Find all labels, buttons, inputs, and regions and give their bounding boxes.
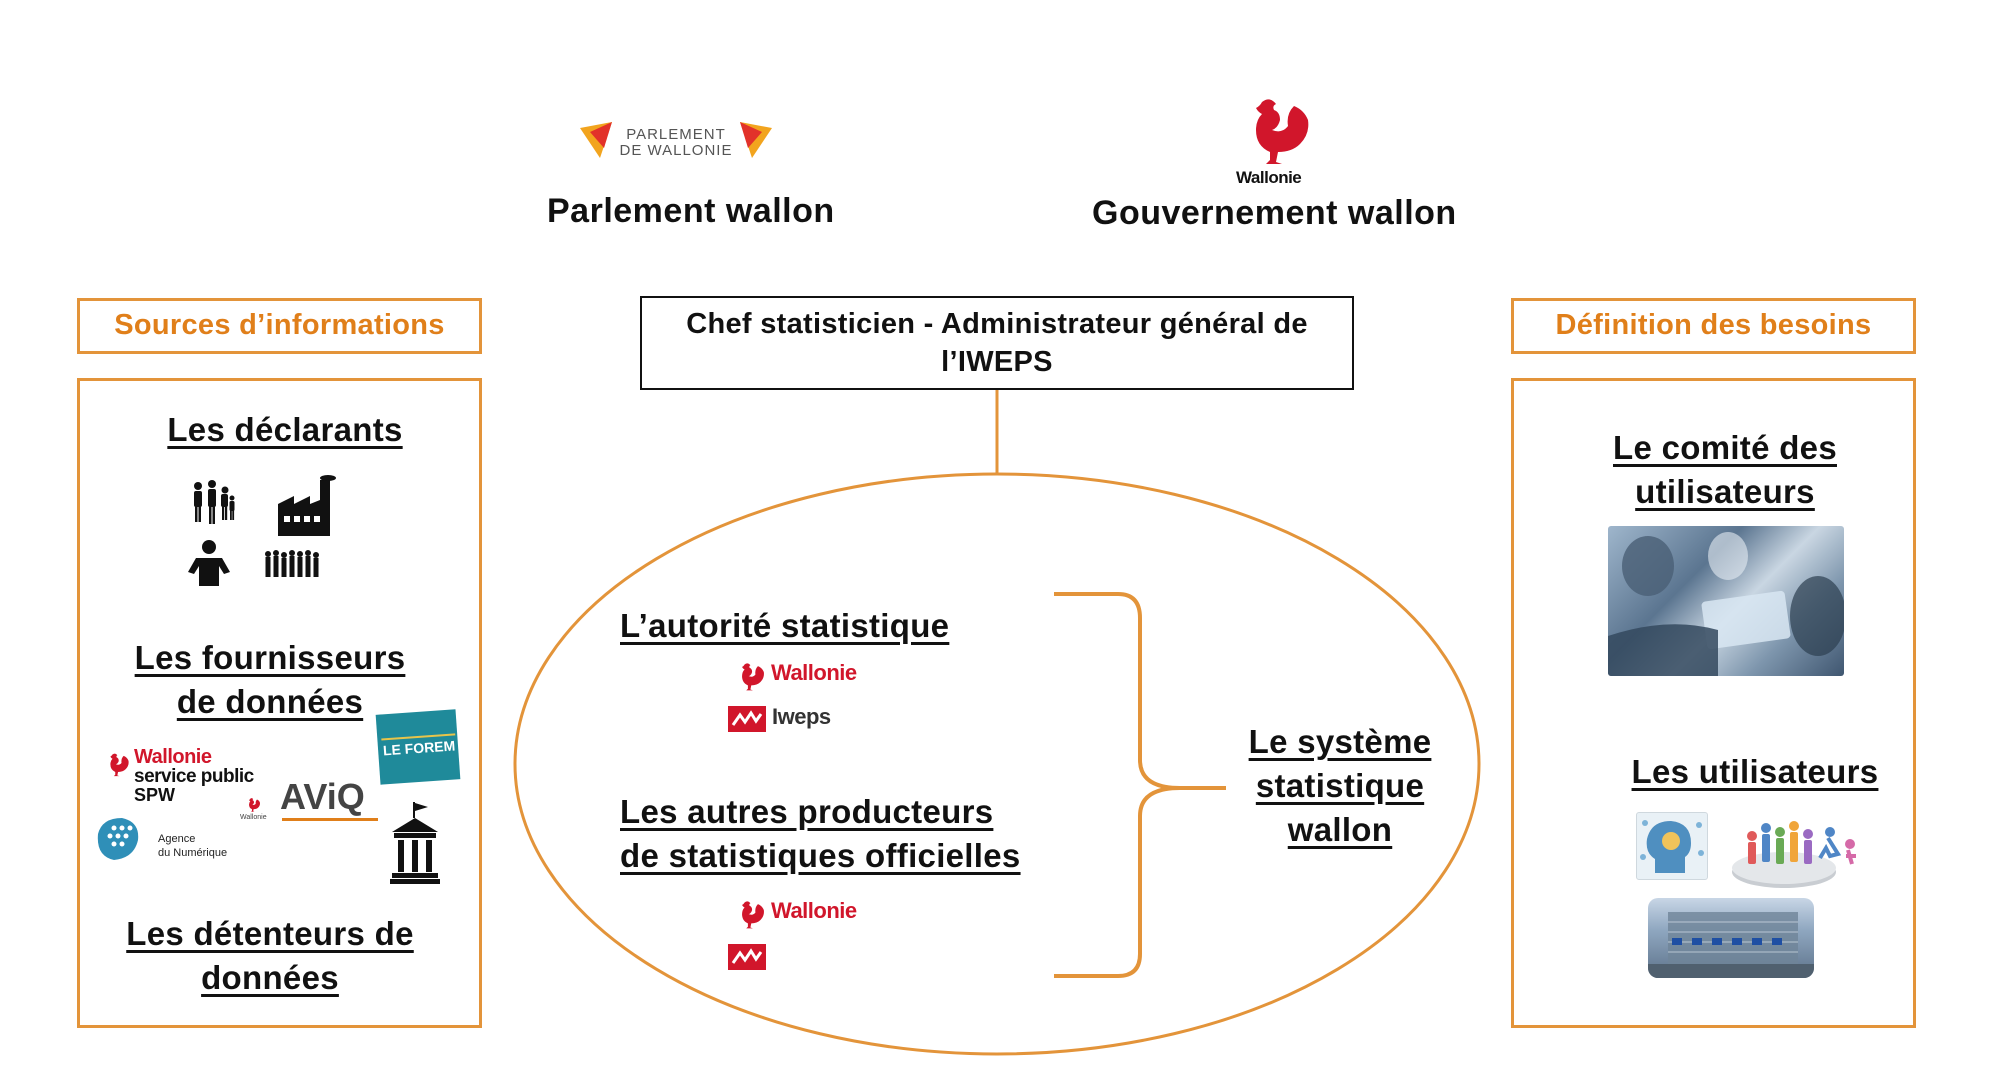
- aviq-underline: [282, 818, 378, 821]
- aviq-logo: AViQ: [280, 776, 365, 817]
- detenteurs-title: Les détenteurs de données: [100, 912, 440, 1000]
- autres-iweps-icon: [728, 944, 766, 970]
- agence-line2: du Numérique: [158, 847, 228, 859]
- autorite-logo2: Iweps: [772, 704, 831, 729]
- gouvernement-logo-text: Wallonie: [1236, 168, 1302, 187]
- parlement-logo: PARLEMENT DE WALLONIE: [578, 118, 774, 166]
- meeting-photo: [1608, 526, 1844, 676]
- comite-title: Le comité des utilisateurs: [1560, 426, 1890, 514]
- spw-rooster-icon: [110, 753, 129, 777]
- spw-logo: Wallonie service public SPW: [134, 746, 254, 805]
- fournisseurs-title: Les fournisseurs de données: [110, 636, 430, 724]
- parlement-logo-line2: DE WALLONIE: [619, 142, 733, 159]
- person-icon: [188, 540, 230, 586]
- utilisateurs-label: Les utilisateurs: [1631, 753, 1879, 790]
- brain-head-icon: [1640, 820, 1704, 873]
- family-icon: [194, 480, 235, 524]
- institution-building-icon: [390, 802, 440, 884]
- systeme-line1: Le système: [1248, 723, 1432, 760]
- autres-title: Les autres producteurs de statistiques o…: [620, 790, 1021, 878]
- left-panel: [77, 378, 482, 1028]
- grouping-brace: [1054, 592, 1226, 978]
- fournisseurs-line1: Les fournisseurs: [134, 639, 406, 676]
- autorite-wallonie-rooster-icon: [742, 663, 764, 691]
- spw-line3: SPW: [134, 785, 176, 805]
- parlement-label: Parlement wallon: [547, 192, 835, 230]
- autorite-label: L’autorité statistique: [620, 607, 950, 644]
- chef-statisticien-box: Chef statisticien - Administrateur génér…: [640, 296, 1354, 390]
- autorite-title: L’autorité statistique: [620, 604, 949, 648]
- autorite-logo1: Wallonie: [771, 660, 857, 685]
- wallonie-small-rooster-icon: [249, 798, 260, 812]
- comite-line2: utilisateurs: [1635, 473, 1815, 510]
- gouvernement-label: Gouvernement wallon: [1092, 194, 1457, 232]
- agence-numerique-icon: [97, 818, 139, 860]
- iweps-icon: [728, 706, 766, 732]
- declarants-title: Les déclarants: [130, 408, 440, 452]
- right-header: Définition des besoins: [1555, 309, 1872, 341]
- gouvernement-logo: Wallonie: [1232, 96, 1318, 190]
- chef-line2: l’IWEPS: [941, 346, 1053, 378]
- autres-wallonie-rooster-icon: [742, 901, 764, 929]
- systeme-line2: statistique: [1255, 767, 1425, 804]
- comite-line1: Le comité des: [1613, 429, 1837, 466]
- crowd-icon: [265, 550, 319, 577]
- system-ellipse: [513, 472, 1481, 1056]
- left-header-box: [77, 298, 482, 354]
- meeting-illustration-icon: [1608, 532, 1844, 676]
- crowd-network-icon: [1732, 821, 1856, 888]
- declarants-label: Les déclarants: [167, 411, 403, 448]
- agence-line1: Agence: [158, 833, 196, 845]
- systeme-line3: wallon: [1287, 811, 1393, 848]
- spw-line1: Wallonie: [134, 746, 212, 768]
- autres-line1: Les autres producteurs: [620, 793, 994, 830]
- left-header: Sources d’informations: [114, 309, 445, 341]
- utilisateurs-title: Les utilisateurs: [1600, 750, 1910, 794]
- wallonie-small-text: Wallonie: [240, 814, 267, 821]
- right-header-box: [1511, 298, 1916, 354]
- detenteurs-line2: données: [201, 959, 339, 996]
- right-panel: [1511, 378, 1916, 1028]
- detenteurs-line1: Les détenteurs de: [126, 915, 414, 952]
- agence-numerique-logo: Agence du Numérique: [158, 832, 227, 860]
- chef-line1: Chef statisticien - Administrateur génér…: [686, 308, 1308, 340]
- autres-logo: Wallonie: [771, 898, 857, 923]
- rooster-icon: [1256, 99, 1309, 164]
- european-building-photo: [1648, 898, 1814, 978]
- parlement-logo-line1: PARLEMENT: [626, 126, 726, 143]
- spw-line2: service public: [134, 766, 254, 787]
- systeme-title: Le système statistique wallon: [1222, 720, 1458, 852]
- building-flags-icon: [1648, 912, 1814, 978]
- mind-map-photo: [1636, 812, 1708, 880]
- factory-icon: [278, 475, 336, 536]
- fournisseurs-line2: de données: [176, 683, 364, 720]
- autres-line2: de statistiques officielles: [620, 837, 1021, 874]
- parlement-flag-icon: [580, 122, 772, 158]
